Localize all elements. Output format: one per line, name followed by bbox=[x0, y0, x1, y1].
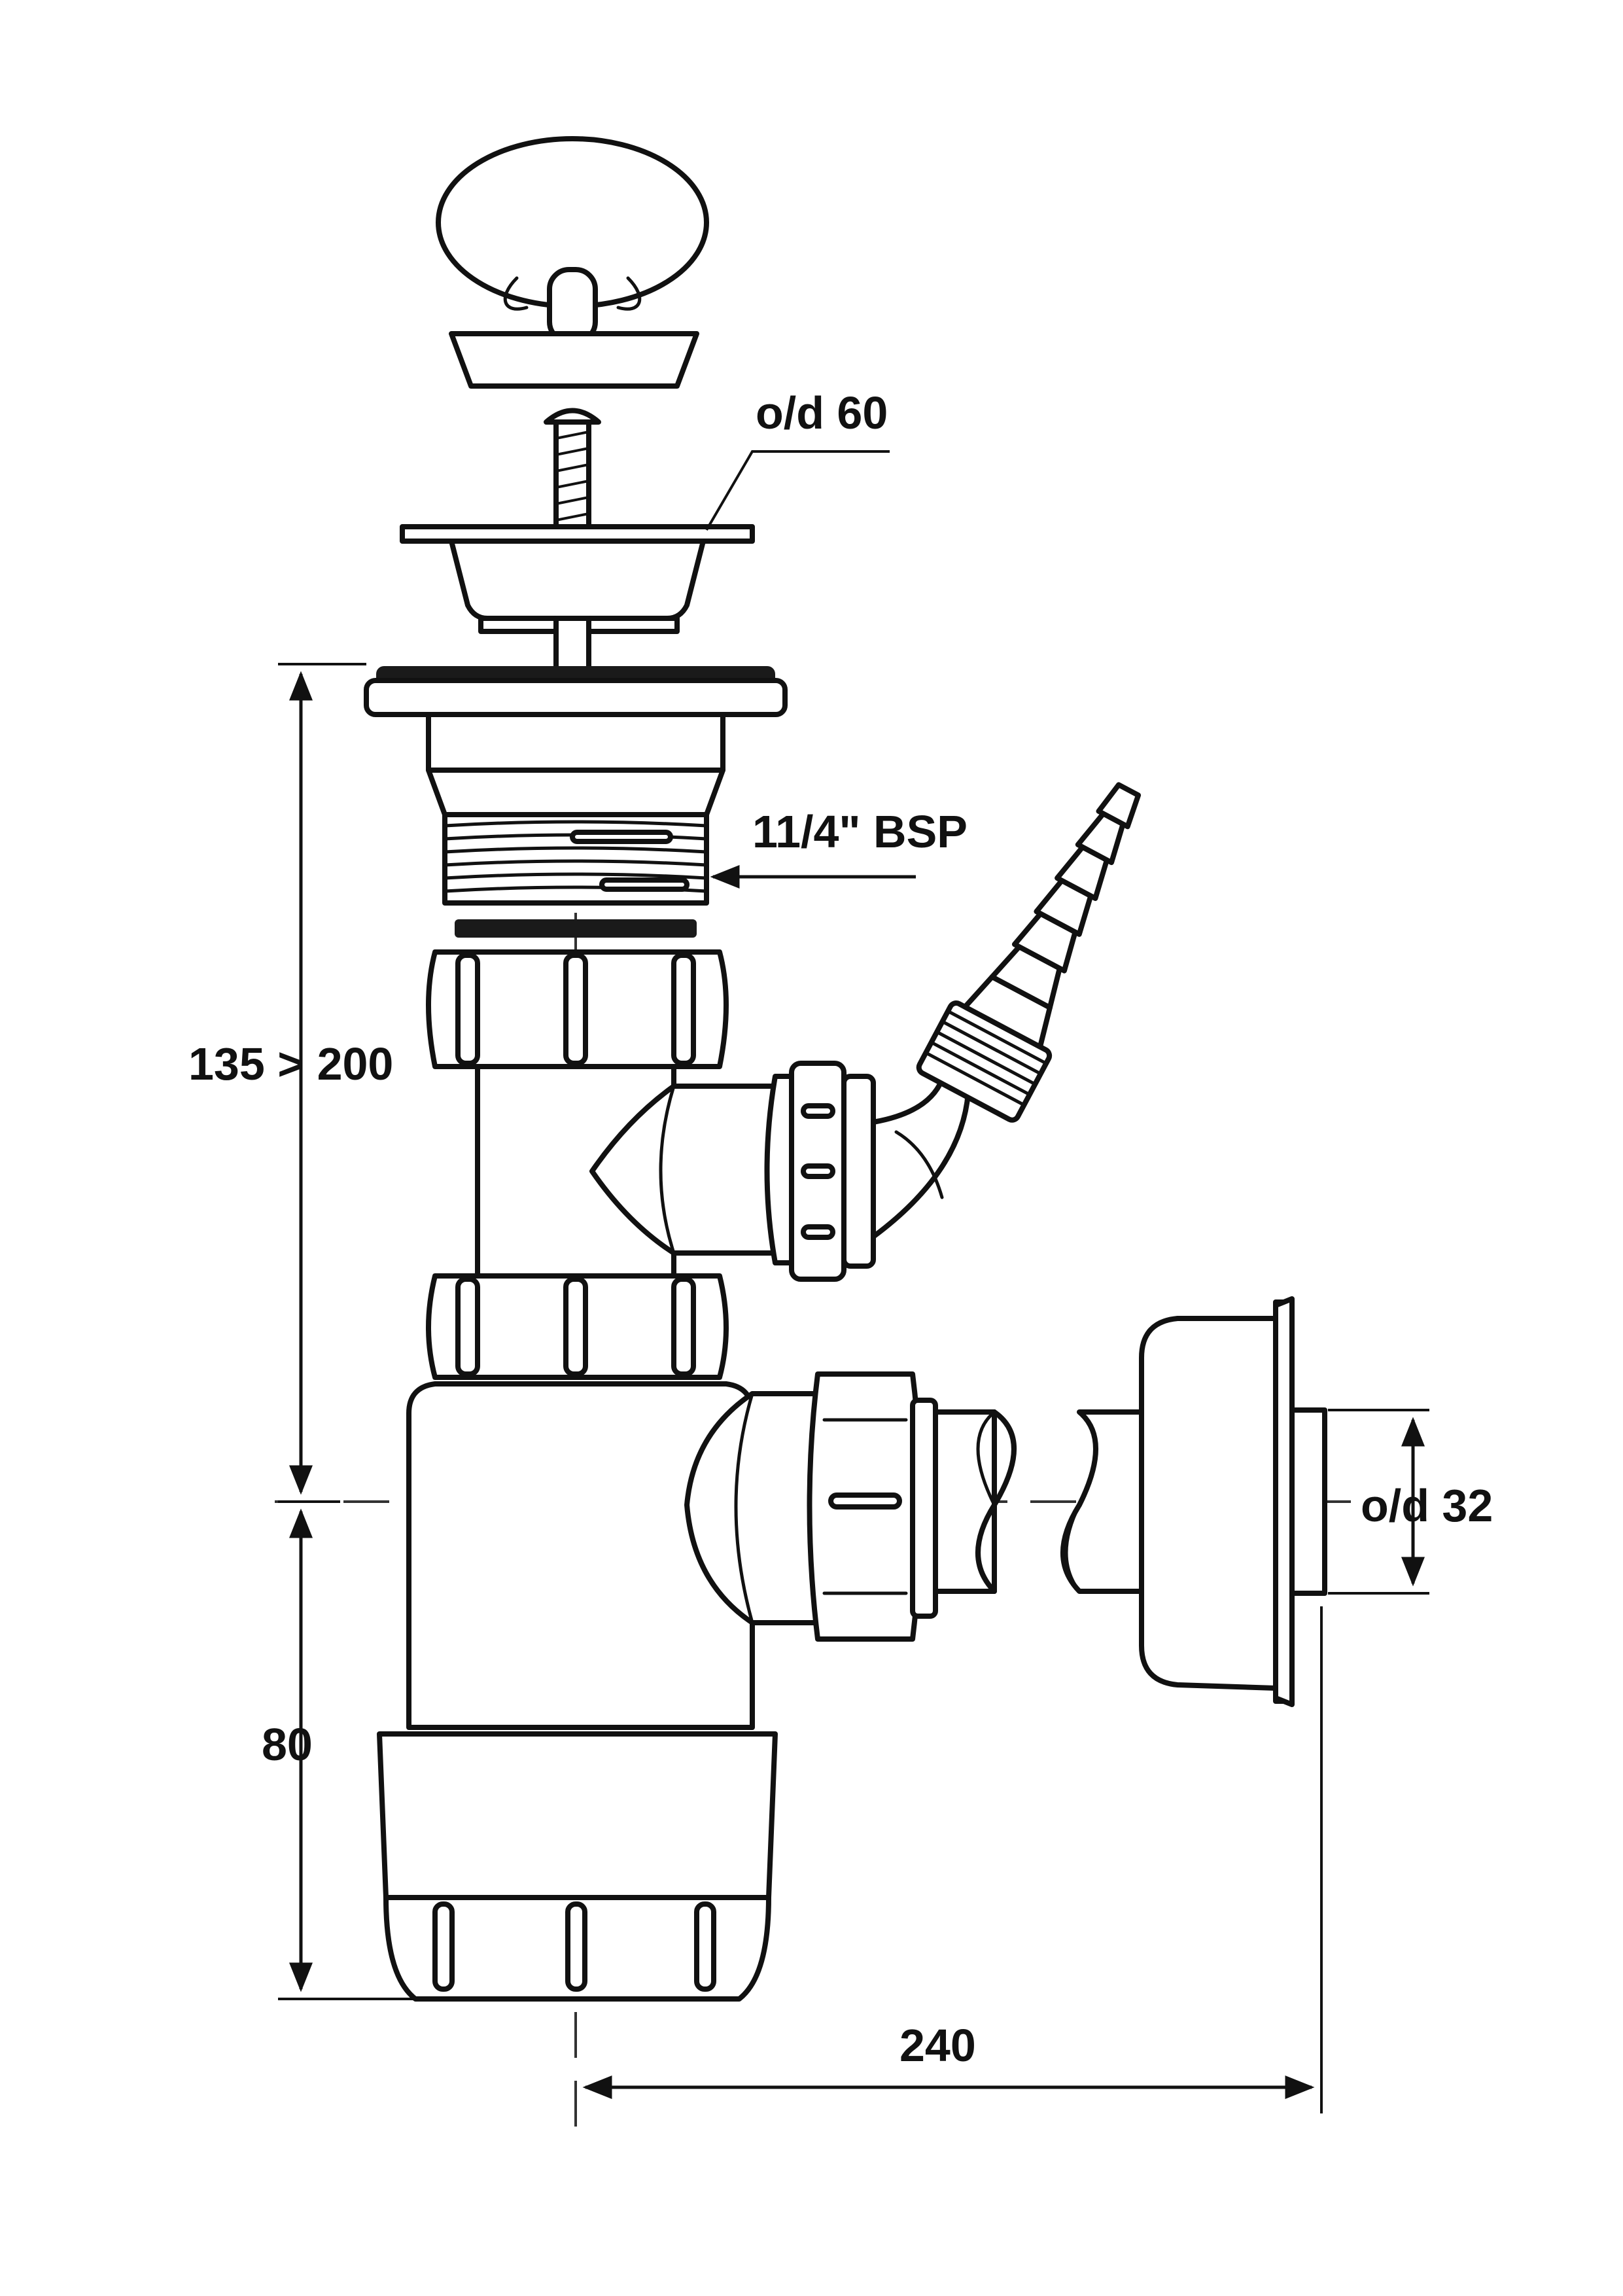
label-od60: o/d 60 bbox=[756, 387, 888, 438]
outlet-nut bbox=[807, 1371, 938, 1642]
lower-nut bbox=[426, 1273, 729, 1380]
dimension-labels: o/d 60 11/4" BSP 135 > 200 80 o/d 32 240 bbox=[188, 387, 1493, 2071]
strainer-basket bbox=[400, 524, 755, 673]
label-depth-80: 80 bbox=[262, 1719, 313, 1770]
dimension-lines bbox=[278, 450, 1429, 2113]
threaded-body bbox=[442, 812, 709, 938]
wall-outlet bbox=[1139, 1296, 1327, 1707]
hose-connector bbox=[871, 782, 1142, 1239]
bottle-bottom-cap bbox=[377, 1731, 778, 2002]
bottle-body bbox=[406, 1381, 820, 1730]
label-od32: o/d 32 bbox=[1361, 1480, 1493, 1531]
label-offset-240: 240 bbox=[899, 2020, 976, 2071]
waste-flange bbox=[364, 666, 788, 817]
upper-nut bbox=[426, 949, 729, 1069]
side-inlet-elbow bbox=[589, 1061, 876, 1282]
label-height-range: 135 > 200 bbox=[188, 1038, 393, 1089]
stopper-plug bbox=[436, 136, 709, 389]
label-bsp-thread: 11/4" BSP bbox=[752, 806, 968, 857]
